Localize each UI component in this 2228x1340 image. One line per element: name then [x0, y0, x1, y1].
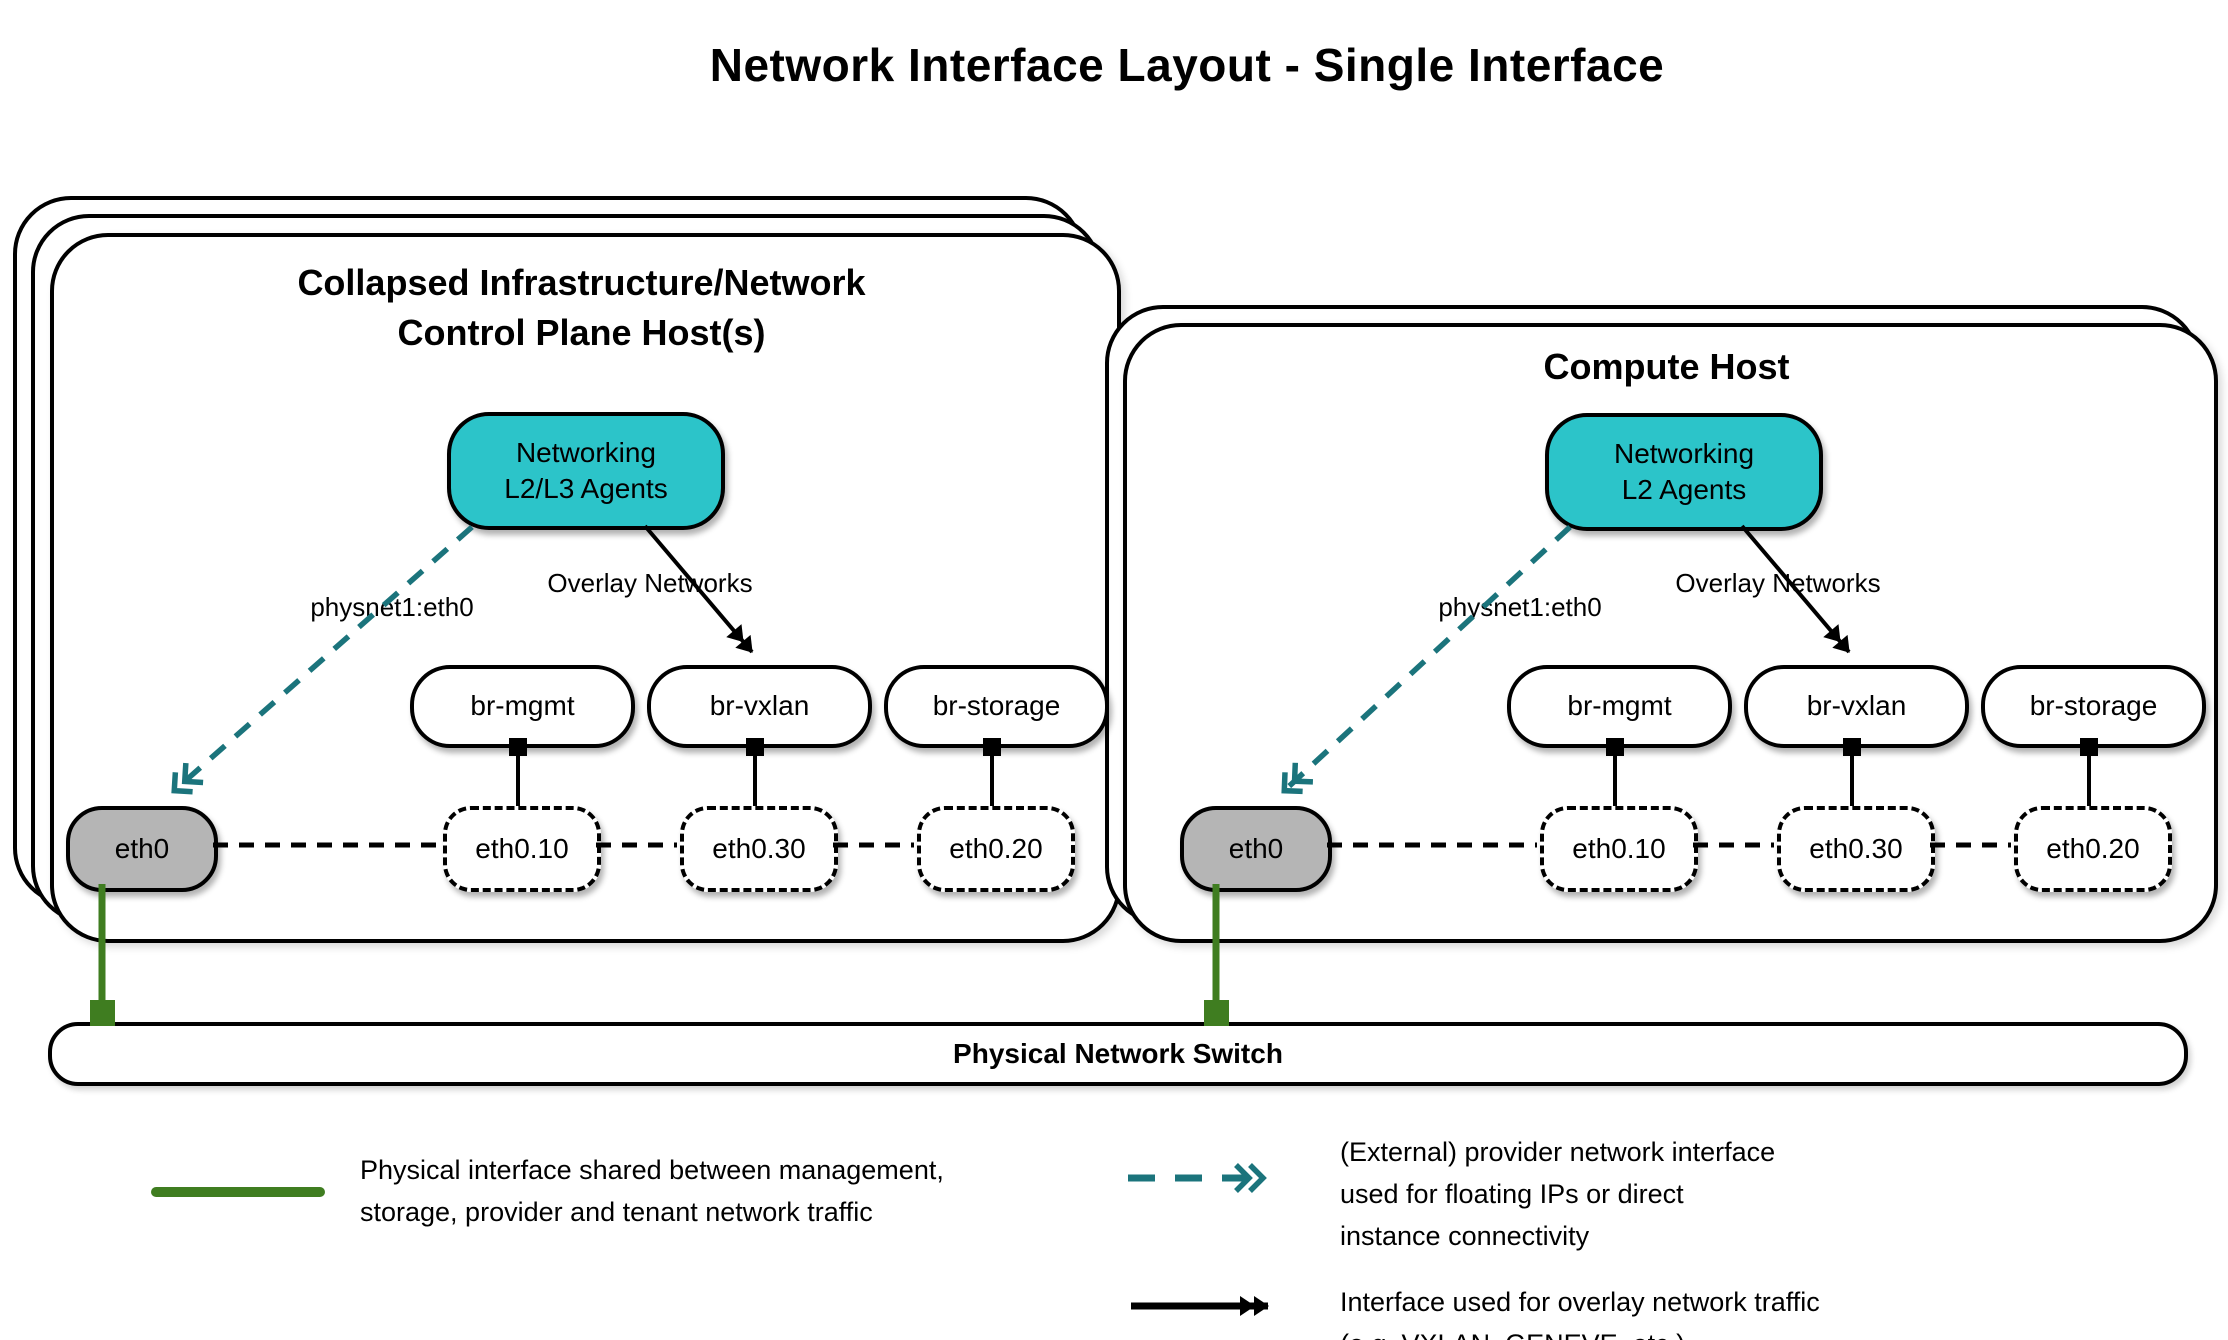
legend-physical-interface-text: Physical interface shared between manage… [360, 1155, 944, 1227]
legend-provider-interface-text: (External) provider network interface us… [1340, 1137, 1776, 1251]
page-title: Network Interface Layout - Single Interf… [709, 39, 1665, 91]
right-vlan-eth0-10: eth0.10 [1540, 806, 1698, 892]
right-eth0-node: eth0 [1180, 806, 1332, 892]
physical-network-switch: Physical Network Switch [48, 1022, 2188, 1086]
left-vlan-eth0-30: eth0.30 [680, 806, 838, 892]
left-overlay-arrow-label: Overlay Networks [547, 568, 753, 598]
left-networking-agents-node: Networking L2/L3 Agents [447, 412, 725, 530]
left-vlan-eth0-20: eth0.20 [917, 806, 1075, 892]
left-provider-arrow-label: physnet1:eth0 [310, 592, 474, 622]
left-host-title: Collapsed Infrastructure/Network Control… [297, 262, 866, 353]
right-bridge-br-vxlan: br-vxlan [1744, 665, 1969, 748]
left-bridge-br-vxlan: br-vxlan [647, 665, 872, 748]
right-overlay-arrow-label: Overlay Networks [1675, 568, 1881, 598]
left-vlan-eth0-10: eth0.10 [443, 806, 601, 892]
left-eth0-node: eth0 [66, 806, 218, 892]
right-vlan-eth0-30: eth0.30 [1777, 806, 1935, 892]
left-bridge-br-mgmt: br-mgmt [410, 665, 635, 748]
right-vlan-eth0-20: eth0.20 [2014, 806, 2172, 892]
legend-overlay-interface-text: Interface used for overlay network traff… [1340, 1287, 1820, 1340]
left-bridge-br-storage: br-storage [884, 665, 1109, 748]
right-bridge-br-storage: br-storage [1981, 665, 2206, 748]
physical-network-switch-label: Physical Network Switch [953, 1038, 1283, 1069]
right-networking-agents-node: Networking L2 Agents [1545, 413, 1823, 531]
right-bridge-br-mgmt: br-mgmt [1507, 665, 1732, 748]
right-provider-arrow-label: physnet1:eth0 [1438, 592, 1602, 622]
right-host-title: Compute Host [1543, 346, 1790, 387]
